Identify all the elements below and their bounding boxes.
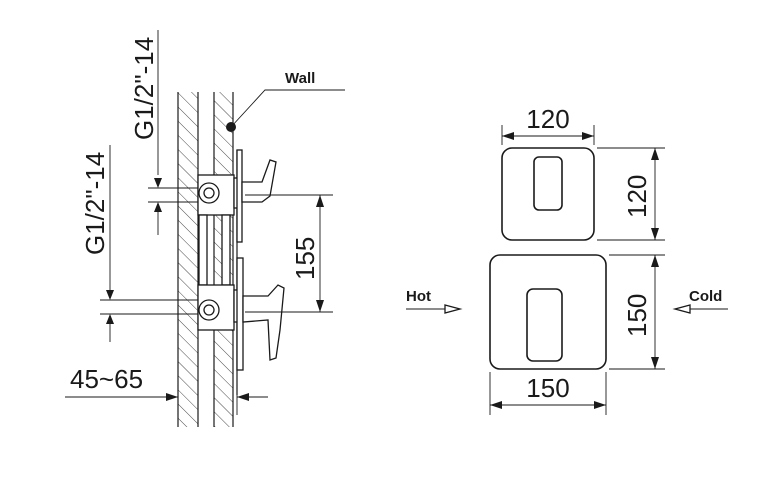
bottom-plate-slot xyxy=(526,288,563,362)
bottom-height-label: 150 xyxy=(622,294,652,337)
front-view: 120 120 150 150 Hot Cold xyxy=(406,104,728,415)
top-plate-slot xyxy=(533,156,563,211)
upper-handle xyxy=(241,159,277,203)
wall-label: Wall xyxy=(285,70,315,87)
bottom-width-label: 150 xyxy=(526,373,569,403)
upper-valve xyxy=(197,149,277,243)
hot-label: Hot xyxy=(406,288,431,305)
depth-range-label: 45~65 xyxy=(70,364,143,394)
top-width-label: 120 xyxy=(526,104,569,134)
bottom-plate xyxy=(489,254,607,370)
spacing-label: 155 xyxy=(290,237,320,280)
top-plate xyxy=(501,147,595,241)
thread-bottom-label: G1/2"-14 xyxy=(80,152,110,255)
lower-handle xyxy=(242,284,285,361)
thread-top-label: G1/2"-14 xyxy=(129,37,159,140)
hot-arrow-icon xyxy=(444,304,463,314)
cold-arrow-icon xyxy=(672,304,691,314)
wall-hatch-left xyxy=(178,92,198,427)
top-height-label: 120 xyxy=(622,175,652,218)
cold-label: Cold xyxy=(689,288,722,305)
side-view: Wall xyxy=(65,30,345,427)
wall-leader-line xyxy=(230,89,345,128)
lower-valve xyxy=(197,257,285,371)
